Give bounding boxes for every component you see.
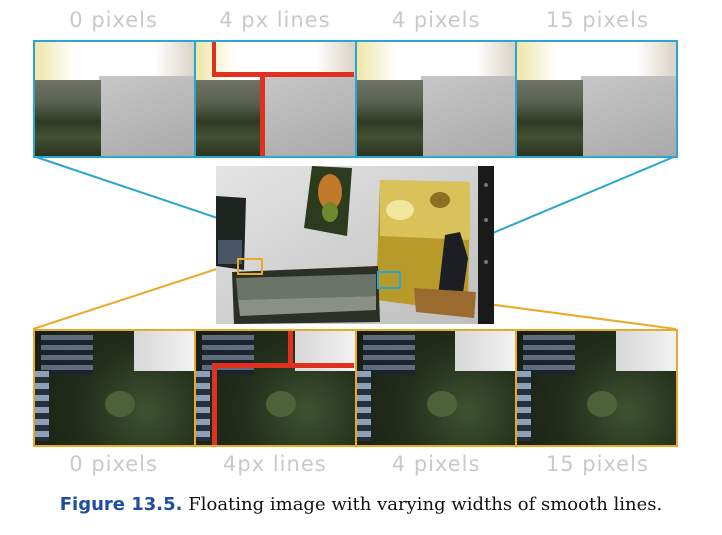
caption-label: Figure 13.5. [59, 494, 183, 515]
smooth-line-highlight [211, 363, 217, 445]
top-zoom-panel-15px [515, 42, 676, 156]
figure-caption: Figure 13.5. Floating image with varying… [0, 494, 722, 515]
bottom-zoom-panel-15px [515, 331, 676, 445]
smooth-line-highlight [211, 42, 216, 76]
top-zoom-panel-4px-lines [193, 42, 355, 156]
top-label-2: 4 px lines [219, 8, 331, 32]
top-zoom-marker [377, 271, 401, 289]
bottom-label-4: 15 pixels [545, 452, 649, 476]
bottom-connector-left [32, 261, 239, 330]
bottom-zoom-marker [237, 258, 263, 275]
bottom-label-3: 4 pixels [391, 452, 481, 476]
top-label-3: 4 pixels [391, 8, 481, 32]
scene-dark-edge [478, 166, 494, 324]
top-label-4: 15 pixels [545, 8, 649, 32]
top-panel-labels: 0 pixels 4 px lines 4 pixels 15 pixels [33, 8, 678, 34]
bottom-label-2: 4px lines [223, 452, 327, 476]
smooth-line-highlight [211, 363, 354, 368]
top-zoom-panel-0px [35, 42, 194, 156]
bottom-zoom-panel-4px-lines [193, 331, 355, 445]
bottom-panel-labels: 0 pixels 4px lines 4 pixels 15 pixels [33, 452, 678, 478]
bottom-zoom-strip [33, 329, 678, 447]
top-label-1: 0 pixels [69, 8, 158, 32]
smooth-line-highlight [211, 72, 354, 77]
smooth-line-highlight [287, 331, 293, 367]
bottom-zoom-panel-0px [35, 331, 194, 445]
caption-text: Floating image with varying widths of sm… [188, 494, 663, 515]
bottom-zoom-panel-4px [354, 331, 516, 445]
top-zoom-panel-4px [354, 42, 516, 156]
top-zoom-strip [33, 40, 678, 158]
bottom-label-1: 0 pixels [69, 452, 158, 476]
smooth-line-highlight [259, 72, 265, 156]
